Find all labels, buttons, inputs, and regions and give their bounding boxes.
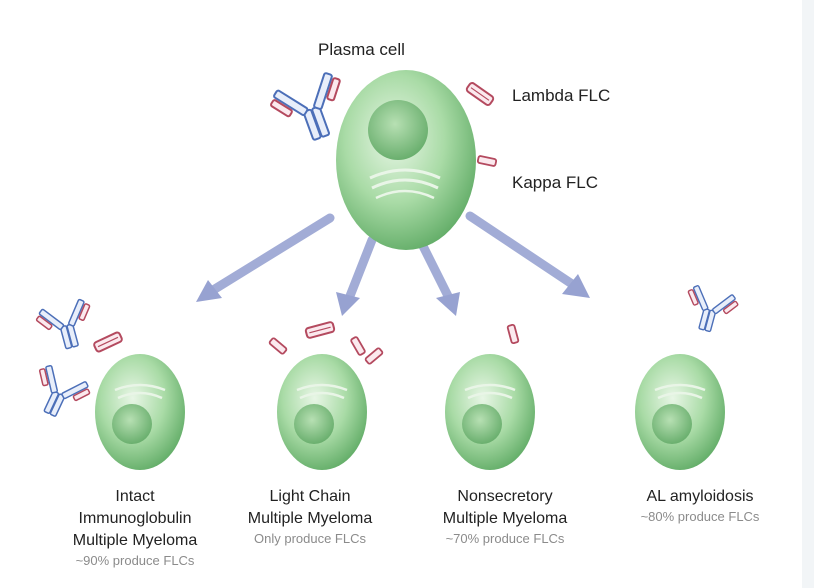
caption-sub: ~80% produce FLCs [640, 509, 760, 524]
kappa-flc-icon [363, 346, 385, 366]
lambda-flc-icon [464, 80, 496, 108]
caption-sub: ~70% produce FLCs [445, 531, 565, 546]
antibody-icon [22, 360, 96, 427]
intact-cell [95, 354, 185, 470]
caption-line: Nonsecretory [457, 488, 553, 505]
caption-line: Intact [115, 488, 155, 505]
caption-line: Immunoglobulin [78, 510, 192, 527]
arrow-to-light-chain [336, 235, 377, 316]
lambda-flc-icon [304, 320, 336, 340]
plasma-cell-label: Plasma cell [318, 40, 405, 59]
kappa-flc-icon [349, 335, 367, 357]
antibody-icon [677, 282, 743, 338]
caption-line: AL amyloidosis [646, 488, 754, 505]
arrow-to-amyloidosis [465, 211, 590, 298]
amyloidosis-cell [635, 354, 725, 470]
caption-amyloidosis: AL amyloidosis ~80% produce FLCs [610, 486, 790, 525]
caption-line: Multiple Myeloma [72, 532, 198, 549]
caption-line: Multiple Myeloma [442, 510, 568, 527]
kappa-flc-icon [267, 336, 289, 356]
light-chain-cell [277, 354, 367, 470]
nonsecretory-cell [445, 354, 535, 470]
plasma-cell [336, 70, 476, 250]
caption-intact: Intact Immunoglobulin Multiple Myeloma ~… [45, 486, 225, 569]
lambda-flc-label: Lambda FLC [512, 86, 611, 105]
caption-line: Light Chain [269, 488, 351, 505]
kappa-flc-icon [476, 154, 498, 168]
kappa-flc-label: Kappa FLC [512, 173, 598, 192]
caption-light-chain: Light Chain Multiple Myeloma Only produc… [215, 486, 405, 547]
caption-line: Multiple Myeloma [247, 510, 373, 527]
right-edge-strip [802, 0, 814, 588]
caption-sub: ~90% produce FLCs [75, 553, 195, 568]
kappa-flc-icon [506, 323, 520, 345]
caption-nonsecretory: Nonsecretory Multiple Myeloma ~70% produ… [410, 486, 600, 547]
caption-sub: Only produce FLCs [254, 531, 366, 546]
light-chain-icon [92, 330, 124, 354]
arrow-to-nonsecretory [415, 235, 460, 316]
arrow-to-intact [196, 213, 335, 302]
antibody-icon [32, 295, 101, 356]
